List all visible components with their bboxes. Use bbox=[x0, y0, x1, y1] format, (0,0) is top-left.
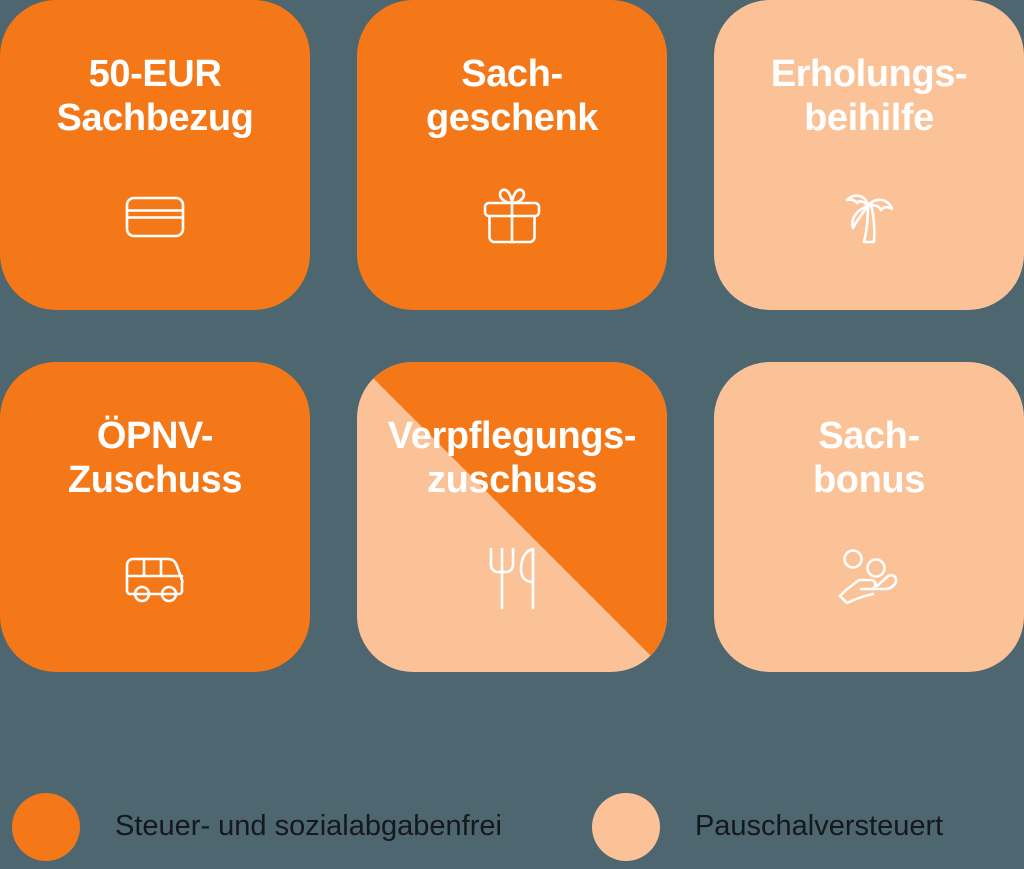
benefit-card-verpflegungszuschuss[interactable]: Verpflegungs- zuschuss bbox=[357, 362, 667, 672]
benefit-card-sachbonus[interactable]: Sach- bonus bbox=[714, 362, 1024, 672]
hand-coins-icon bbox=[833, 542, 905, 614]
cutlery-icon bbox=[476, 542, 548, 614]
legend-swatch-tax-free bbox=[12, 792, 80, 861]
benefit-card-sachbezug[interactable]: 50-EUR Sachbezug bbox=[0, 0, 310, 310]
legend: Steuer- und sozialabgabenfrei Pauschalve… bbox=[0, 784, 1024, 869]
benefit-card-oepnv-zuschuss[interactable]: ÖPNV- Zuschuss bbox=[0, 362, 310, 672]
legend-label-flat-taxed: Pauschalversteuert bbox=[694, 810, 944, 842]
legend-swatch-flat-taxed bbox=[591, 792, 660, 861]
benefits-card-grid: 50-EUR Sachbezug Sach- geschenk bbox=[0, 0, 1024, 700]
benefit-card-title: Sach- geschenk bbox=[425, 53, 599, 140]
benefit-card-title: Verpflegungs- zuschuss bbox=[387, 415, 637, 502]
benefit-card-sachgeschenk[interactable]: Sach- geschenk bbox=[357, 0, 667, 310]
benefit-card-title: 50-EUR Sachbezug bbox=[56, 53, 254, 140]
benefit-card-title: Erholungs- beihilfe bbox=[770, 53, 968, 140]
benefit-card-erholungsbeihilfe[interactable]: Erholungs- beihilfe bbox=[714, 0, 1024, 310]
palm-tree-icon bbox=[833, 180, 905, 252]
gift-icon bbox=[476, 180, 548, 252]
benefit-card-title: ÖPNV- Zuschuss bbox=[67, 415, 243, 502]
benefit-card-title: Sach- bonus bbox=[813, 415, 925, 502]
legend-label-tax-free: Steuer- und sozialabgabenfrei bbox=[115, 810, 502, 842]
credit-card-icon bbox=[119, 180, 191, 252]
legend-item-tax-free: Steuer- und sozialabgabenfrei bbox=[12, 792, 502, 861]
legend-item-flat-taxed: Pauschalversteuert bbox=[591, 792, 944, 861]
bus-icon bbox=[119, 542, 191, 614]
